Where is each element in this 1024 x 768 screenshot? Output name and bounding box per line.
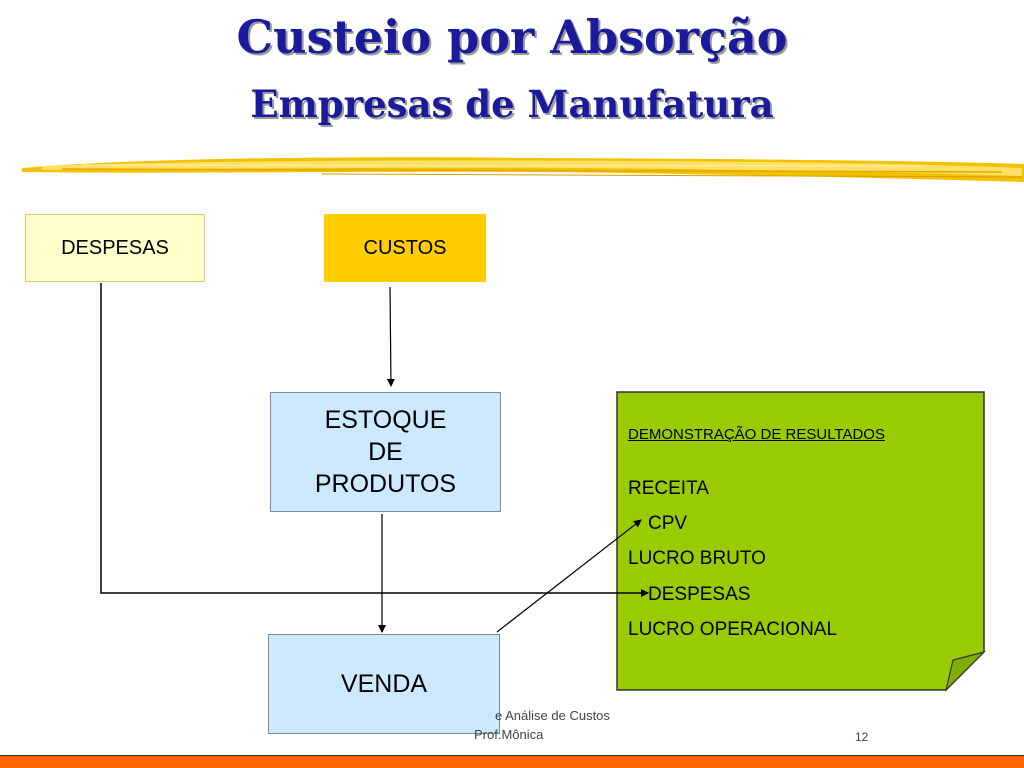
arrow-despesas-to-statement	[100, 283, 649, 597]
footer-course-name: e Análise de Custos	[495, 708, 610, 723]
estoque-line-1: ESTOQUE	[324, 406, 447, 434]
income-statement-panel	[616, 391, 986, 692]
arrow-venda-to-cpv	[496, 519, 642, 633]
arrow-custos-to-estoque	[386, 286, 395, 387]
statement-line-receita: RECEITA	[628, 478, 709, 499]
footer-author: Prof.Mônica	[474, 727, 544, 742]
slide-subtitle: Empresas de Manufatura	[250, 82, 774, 126]
estoque-line-3: PRODUTOS	[314, 470, 457, 498]
venda-box: VENDA	[268, 634, 500, 734]
statement-line-despesas: DESPESAS	[648, 584, 751, 605]
slide-number: 12	[855, 730, 869, 744]
statement-line-lucro-bruto: LUCRO BRUTO	[628, 548, 766, 569]
bottom-accent-bar	[0, 755, 1024, 768]
income-statement-heading: DEMONSTRAÇÃO DE RESULTADOS	[628, 426, 885, 443]
yellow-brush-stroke-divider	[22, 157, 1024, 182]
despesas-box: DESPESAS	[25, 214, 205, 282]
estoque-line-2: DE	[368, 438, 403, 466]
slide-title: Custeio por Absorção	[236, 10, 788, 64]
custos-box: CUSTOS	[324, 214, 486, 282]
statement-line-lucro-operacional: LUCRO OPERACIONAL	[628, 619, 838, 640]
statement-line-cpv: CPV	[648, 513, 688, 534]
estoque-de-produtos-box: ESTOQUE DE PRODUTOS	[270, 392, 501, 512]
